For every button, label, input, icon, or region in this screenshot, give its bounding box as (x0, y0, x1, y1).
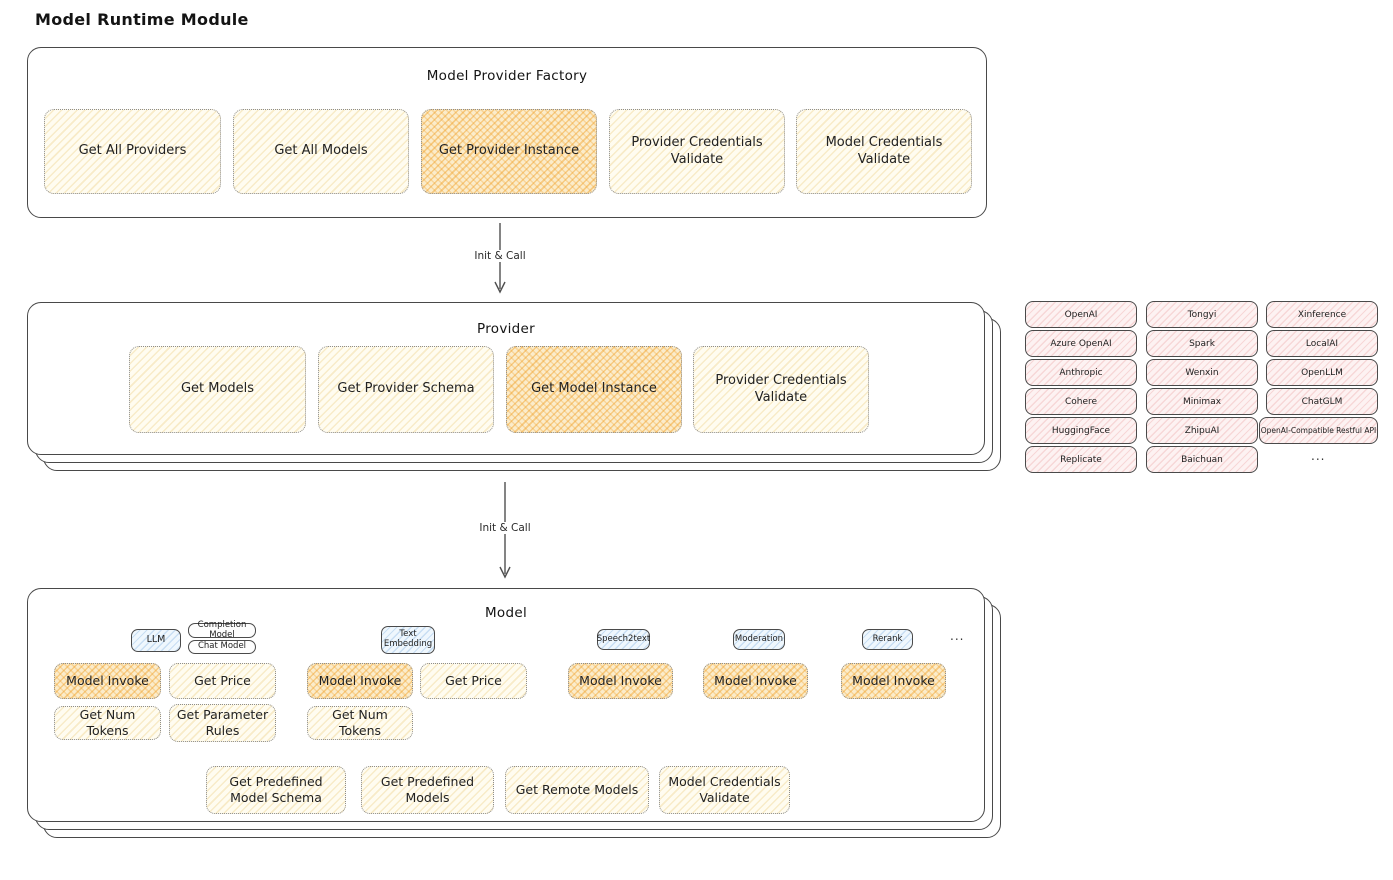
badge-moderation: Moderation (733, 629, 785, 650)
vendor-xinference: Xinference (1266, 301, 1378, 328)
node-get-all-models: Get All Models (233, 109, 409, 194)
model-panel-front: Model LLM Completion Model Chat Model Te… (27, 588, 985, 822)
vendors-grid: OpenAI Azure OpenAI Anthropic Cohere Hug… (1025, 301, 1380, 476)
badge-rerank: Rerank (862, 629, 913, 650)
provider-panel-front: Provider Get Models Get Provider Schema … (27, 302, 985, 455)
model-title: Model (484, 605, 528, 621)
node-model-invoke-moderation: Model Invoke (703, 663, 808, 699)
vendor-cohere: Cohere (1025, 388, 1137, 415)
node-get-num-tokens-embedding: Get Num Tokens (307, 706, 413, 740)
node-provider-credentials-validate: Provider Credentials Validate (609, 109, 785, 194)
badge-completion-model: Completion Model (188, 620, 256, 639)
node-get-model-instance: Get Model Instance (506, 346, 682, 433)
vendor-wenxin: Wenxin (1146, 359, 1258, 386)
init-call-label: Init & Call (470, 250, 530, 262)
vendor-azure-openai: Azure OpenAI (1025, 330, 1137, 357)
vendor-replicate: Replicate (1025, 446, 1137, 473)
factory-title: Model Provider Factory (426, 68, 588, 84)
node-get-predefined-models: Get Predefined Models (361, 766, 494, 814)
badge-llm: LLM (131, 629, 181, 652)
init-call-label: Init & Call (475, 522, 535, 534)
vendor-tongyi: Tongyi (1146, 301, 1258, 328)
badges-ellipsis: ... (950, 629, 965, 643)
model-panel: Model LLM Completion Model Chat Model Te… (27, 588, 1001, 838)
node-model-credentials-validate-2: Model Credentials Validate (659, 766, 790, 814)
node-get-provider-instance: Get Provider Instance (421, 109, 597, 194)
node-get-all-providers: Get All Providers (44, 109, 221, 194)
vendor-spark: Spark (1146, 330, 1258, 357)
vendor-minimax: Minimax (1146, 388, 1258, 415)
node-get-predefined-model-schema: Get Predefined Model Schema (206, 766, 346, 814)
vendors-ellipsis: ... (1311, 449, 1326, 463)
vendor-huggingface: HuggingFace (1025, 417, 1137, 444)
vendor-chatglm: ChatGLM (1266, 388, 1378, 415)
node-get-provider-schema: Get Provider Schema (318, 346, 494, 433)
node-get-parameter-rules: Get Parameter Rules (169, 704, 276, 742)
vendor-openai-compatible-api: OpenAI-Compatible Restful API (1259, 417, 1378, 444)
node-provider-credentials-validate-2: Provider Credentials Validate (693, 346, 869, 433)
badge-speech2text: Speech2text (597, 629, 650, 650)
node-get-price-embedding: Get Price (420, 663, 527, 699)
page-title: Model Runtime Module (35, 10, 249, 29)
provider-title: Provider (477, 321, 535, 337)
vendor-openllm: OpenLLM (1266, 359, 1378, 386)
node-get-remote-models: Get Remote Models (505, 766, 649, 814)
factory-panel: Model Provider Factory Get All Providers… (27, 47, 987, 218)
vendor-anthropic: Anthropic (1025, 359, 1137, 386)
node-model-invoke-speech2text: Model Invoke (568, 663, 673, 699)
badge-text-embedding: Text Embedding (381, 626, 435, 654)
vendor-zhipuai: ZhipuAI (1146, 417, 1258, 444)
vendor-baichuan: Baichuan (1146, 446, 1258, 473)
node-model-invoke-rerank: Model Invoke (841, 663, 946, 699)
node-model-invoke-llm: Model Invoke (54, 663, 161, 699)
badge-chat-model: Chat Model (188, 640, 256, 654)
node-get-models: Get Models (129, 346, 306, 433)
node-model-credentials-validate: Model Credentials Validate (796, 109, 972, 194)
provider-panel: Provider Get Models Get Provider Schema … (27, 302, 1001, 471)
node-model-invoke-embedding: Model Invoke (307, 663, 413, 699)
vendor-openai: OpenAI (1025, 301, 1137, 328)
node-get-price-llm: Get Price (169, 663, 276, 699)
node-get-num-tokens-llm: Get Num Tokens (54, 706, 161, 740)
vendor-localai: LocalAI (1266, 330, 1378, 357)
